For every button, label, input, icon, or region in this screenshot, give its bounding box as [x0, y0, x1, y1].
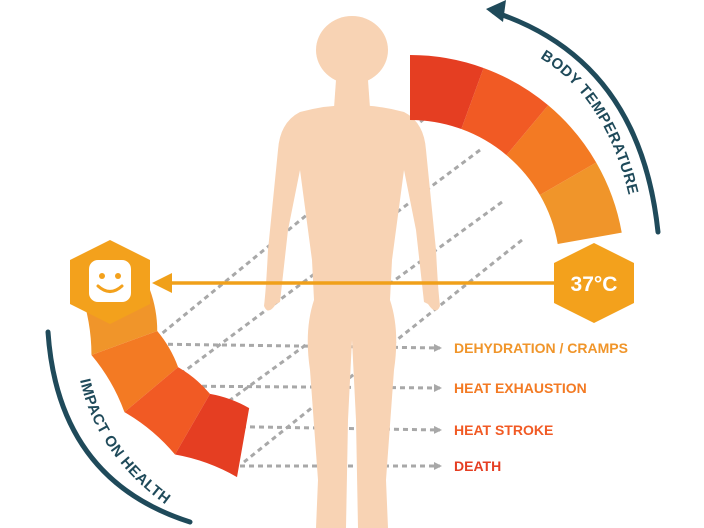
outcome-connector [149, 342, 442, 352]
body-temperature-arrowhead-icon [486, 0, 506, 22]
impact-on-health-segment [175, 393, 250, 478]
impact-on-health-curve-arrow [45, 329, 193, 525]
smiley-face-icon [70, 240, 150, 324]
body-temperature-segment [506, 105, 597, 195]
body-temperature-curve-arrow [491, 9, 661, 235]
baseline-arrow [152, 273, 556, 293]
baseline-temperature-value: 37°C [571, 273, 618, 296]
human-silhouette-icon [264, 16, 440, 528]
impact-on-health-segment [124, 367, 210, 455]
outcome-label: HEAT EXHAUSTION [454, 380, 587, 396]
body-temperature-segment [461, 67, 549, 156]
body-temperature-scale [410, 55, 622, 244]
outcome-label: HEAT STROKE [454, 422, 553, 438]
health-outcome-list: DEHYDRATION / CRAMPS HEAT EXHAUSTION HEAT … [454, 340, 628, 474]
outcome-label: DEHYDRATION / CRAMPS [454, 340, 628, 356]
body-temperature-segment [539, 162, 622, 244]
impact-on-health-segment [91, 331, 179, 413]
outcome-connector [165, 383, 442, 392]
outcome-label: DEATH [454, 458, 501, 474]
baseline-temperature-badge: 37°C [554, 243, 634, 323]
body-temperature-segment [410, 55, 484, 130]
